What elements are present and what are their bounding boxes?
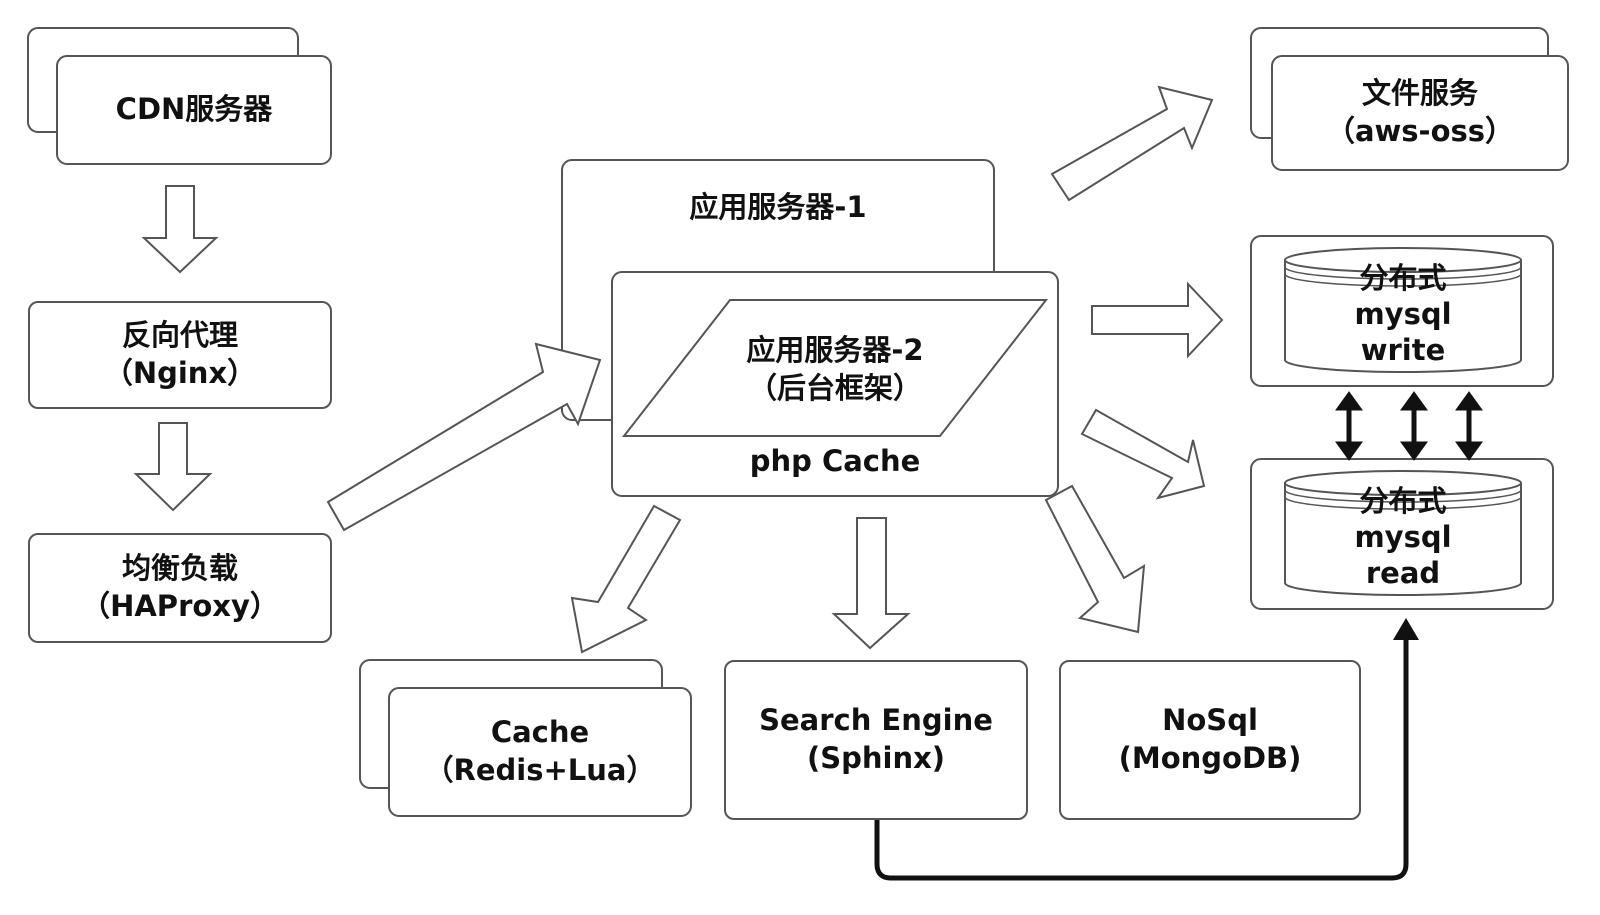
nosql-label-line1: NoSql [1162, 703, 1258, 738]
arrow-proxy-to-balancer [133, 422, 213, 512]
search-label-line2: (Sphinx) [806, 741, 946, 775]
cache-front-box [388, 687, 692, 817]
arrow-app-to-mysql-read [1080, 408, 1206, 500]
mysql-write-line3: write [1360, 333, 1446, 368]
mysql-write-line2: mysql [1354, 296, 1452, 331]
arrow-app-to-cache [570, 504, 682, 654]
app1-title-text: 应用服务器-1 [689, 190, 867, 225]
reverse-proxy-label: 反向代理 （Nginx） [28, 301, 332, 409]
mysql-write-label: 分布式 mysql write [1285, 252, 1521, 376]
arrow-app-to-file-service [1050, 85, 1214, 202]
file-service-line2: （aws-oss） [1325, 114, 1515, 148]
cache-label-line2: （Redis+Lua） [424, 753, 656, 787]
mysql-write-cylinder-icon [1284, 247, 1522, 373]
nosql-label: NoSql (MongoDB) [1059, 660, 1361, 820]
php-cache-label: php Cache [612, 440, 1058, 484]
connector-search-to-mysql-read [874, 636, 1409, 881]
arrow-app-to-mysql-write [1091, 281, 1224, 359]
mysql-read-line1: 分布式 [1359, 483, 1447, 518]
file-service-line1: 文件服务 [1361, 76, 1478, 111]
mysql-read-cylinder-icon [1284, 470, 1522, 596]
app-server-2-label: 应用服务器-2 （后台框架） [640, 322, 1030, 418]
cache-label-line1: Cache [490, 715, 590, 750]
balancer-box [28, 533, 332, 643]
mysql-read-line2: mysql [1354, 519, 1452, 554]
balancer-label-line1: 均衡负载 [121, 551, 238, 586]
cache-label: Cache （Redis+Lua） [389, 688, 691, 816]
search-engine-label: Search Engine (Sphinx) [724, 660, 1028, 820]
arrow-balancer-to-app [326, 342, 602, 532]
app2-label-line1: 应用服务器-2 [746, 333, 924, 368]
proxy-box [28, 301, 332, 409]
mysql-read-label: 分布式 mysql read [1285, 475, 1521, 599]
search-engine-box [724, 660, 1028, 820]
proxy-label-line1: 反向代理 [121, 318, 238, 353]
connector-arrowhead [1393, 618, 1419, 640]
backend-framework-parallelogram [621, 299, 1049, 437]
arrow-app-to-nosql [1044, 484, 1146, 634]
file-service-front-box [1271, 55, 1569, 171]
arrow-app-to-search [831, 517, 911, 650]
proxy-label-line2: （Nginx） [103, 356, 257, 390]
cdn-server-label: CDN服务器 [57, 56, 331, 164]
nosql-box [1059, 660, 1361, 820]
mysql-write-line1: 分布式 [1359, 260, 1447, 295]
nosql-label-line2: (MongoDB) [1118, 741, 1302, 775]
replication-arrows [1335, 391, 1483, 461]
file-service-label: 文件服务 （aws-oss） [1272, 56, 1568, 170]
app2-label-line2: （后台框架） [747, 371, 922, 405]
mysql-read-line3: read [1365, 556, 1441, 591]
php-cache-text: php Cache [749, 444, 921, 479]
cdn-front-box [56, 55, 332, 165]
cdn-label-line1: CDN服务器 [115, 92, 273, 127]
load-balancer-label: 均衡负载 （HAProxy） [28, 533, 332, 643]
search-label-line1: Search Engine [759, 703, 993, 738]
balancer-label-line2: （HAProxy） [81, 589, 279, 623]
app-server-1-title: 应用服务器-1 [562, 180, 994, 236]
arrow-cdn-to-proxy [141, 185, 219, 274]
